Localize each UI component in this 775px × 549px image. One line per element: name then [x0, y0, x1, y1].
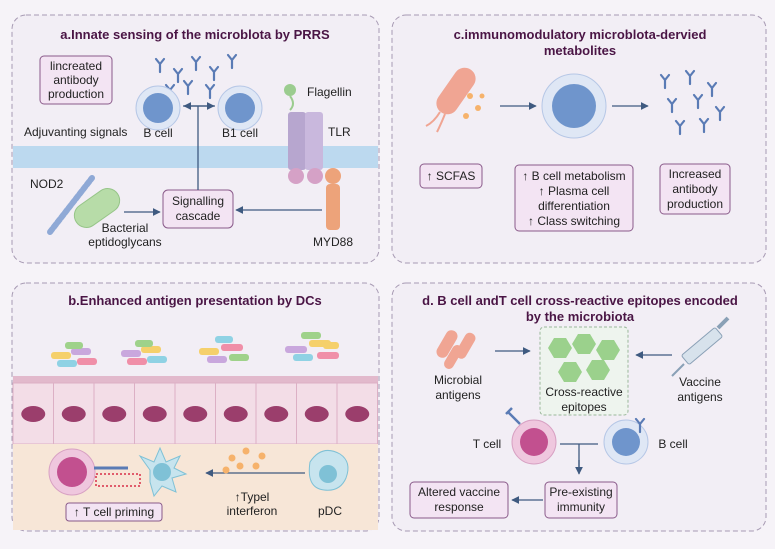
tlr-label: TLR: [328, 125, 351, 139]
t-cell-d: [505, 407, 557, 465]
b-cell-label-d: B cell: [658, 437, 687, 451]
epithelial-cells: [12, 382, 378, 445]
myd88-icon: [325, 168, 341, 230]
metabolism-box: [514, 164, 634, 232]
increased-antibody-box: [39, 55, 113, 105]
panel-b-title: b.Enhanced antigen presentation by DCs: [68, 293, 322, 308]
bacterial-line-1: Bacterial: [102, 221, 149, 235]
t-cell-b: [48, 448, 96, 496]
cell-nucleus: [183, 406, 208, 422]
b1-cell: [217, 85, 263, 131]
cell-nucleus: [102, 406, 127, 422]
flagellin-label: Flagellin: [307, 85, 352, 99]
panel-c-title-line-2: metabolites: [544, 43, 616, 58]
microbial-antigens-icon: [436, 330, 476, 369]
interferon-line-1: ↑Typel: [235, 490, 270, 504]
t-cell-label-d: T cell: [473, 437, 501, 451]
cell-nucleus: [223, 406, 248, 422]
myd88-label: MYD88: [313, 235, 353, 249]
cell-nucleus: [21, 406, 46, 422]
bacterial-line-2: eptidoglycans: [88, 235, 161, 249]
t-cell-priming-label: ↑ T cell priming: [74, 505, 154, 519]
syringe-icon: [671, 316, 730, 377]
panel-c-title-line-1: c.immunomodulatory microblota-dervied: [454, 27, 707, 42]
metabolism-line-3: differentiation: [538, 199, 610, 213]
preexisting-line-1: Pre-existing: [549, 485, 612, 499]
b-cell-a: [135, 85, 181, 131]
panel-b: b.Enhanced antigen presentation by DCs: [11, 282, 380, 532]
cell-nucleus: [264, 406, 289, 422]
epithelial-cell: [174, 382, 216, 445]
a-box-line-3: production: [48, 87, 104, 101]
pdc-label: pDC: [318, 504, 342, 518]
microbiota-clusters: [51, 332, 339, 367]
increased-antibody-box-c: [659, 163, 731, 215]
panel-d: d. B cell andT cell cross-reactive epito…: [391, 282, 767, 532]
t-cell-priming-box: [65, 502, 163, 522]
pdc-icon: [308, 449, 349, 491]
b-cell-c: [541, 73, 607, 139]
altered-response-box: [409, 481, 509, 519]
increased-line-2: antibody: [672, 182, 717, 196]
microvilli: [13, 376, 378, 383]
preexisting-line-2: immunity: [557, 500, 605, 514]
adjuvanting-signals-label: Adjuvanting signals: [24, 125, 127, 139]
panel-a-title: a.Innate sensing of the microblota by PR…: [60, 27, 330, 42]
dendritic-cell-b: [138, 446, 188, 498]
tcr-mhc-icon: [94, 466, 141, 487]
cross-line-1: Cross-reactive: [545, 385, 623, 399]
panel-a: a.Innate sensing of the microblota by PR…: [11, 14, 380, 264]
b1-cell-label: B1 cell: [222, 126, 258, 140]
microbial-line-1: Microbial: [434, 373, 482, 387]
bacterium-icon-a: [73, 188, 121, 228]
cell-nucleus: [304, 406, 329, 422]
metabolism-line-4: ↑ Class switching: [528, 214, 620, 228]
cell-nucleus: [61, 406, 86, 422]
cross-line-2: epitopes: [561, 400, 606, 414]
a-box-line-2: antibody: [53, 73, 98, 87]
nod2-icon: [47, 175, 95, 235]
vaccine-line-2: antigens: [677, 390, 722, 404]
cell-nucleus: [345, 406, 370, 422]
microbial-line-2: antigens: [435, 388, 480, 402]
nod2-label: NOD2: [30, 177, 64, 191]
tlr-receptor: [288, 112, 323, 184]
preexisting-immunity-box: [544, 481, 618, 519]
signalling-line-2: cascade: [176, 209, 221, 223]
increased-line-1: Increased: [669, 167, 722, 181]
interferon-dots: [222, 447, 266, 474]
flagellin-icon: [284, 84, 296, 111]
bacterium-icon-c: [425, 67, 485, 133]
scfas-label: ↑ SCFAS: [427, 169, 476, 183]
interferon-line-2: interferon: [227, 504, 278, 518]
cell-nucleus: [142, 406, 167, 422]
signalling-line-1: Signalling: [172, 194, 224, 208]
altered-line-2: response: [434, 500, 484, 514]
scfas-box: [419, 163, 483, 189]
panel-c: c.immunomodulatory microblota-dervied me…: [391, 14, 767, 264]
panel-d-title-line-2: by the microbiota: [526, 309, 635, 324]
altered-line-1: Altered vaccine: [418, 485, 500, 499]
cell-membrane: [13, 146, 378, 168]
panel-d-title-line-1: d. B cell andT cell cross-reactive epito…: [422, 293, 738, 308]
b-cell-label-a: B cell: [143, 126, 172, 140]
b-cell-d: [603, 417, 649, 465]
vaccine-line-1: Vaccine: [679, 375, 721, 389]
metabolism-line-1: ↑ B cell metabolism: [522, 169, 625, 183]
increased-line-3: production: [667, 197, 723, 211]
a-box-line-1: lincreated: [50, 59, 102, 73]
metabolism-line-2: ↑ Plasma cell: [539, 184, 610, 198]
